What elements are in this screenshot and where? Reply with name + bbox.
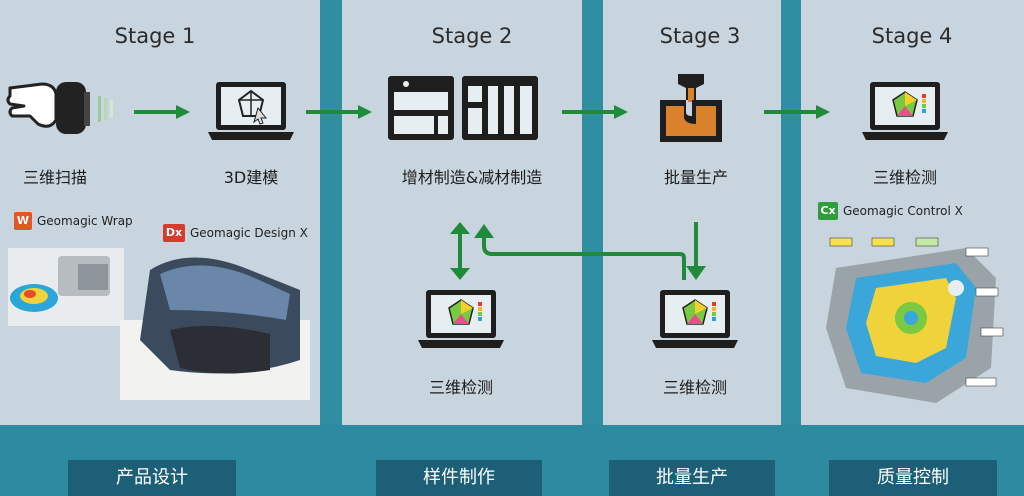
laptop-inspection-icon [862, 82, 948, 140]
cnc-machine-icon [462, 76, 538, 140]
label-3d-inspection-4: 三维检测 [872, 168, 937, 187]
footer-mass-production: 批量生产 [609, 460, 775, 496]
label-3d-modeling: 3D建模 [223, 168, 279, 187]
footer-quality-control: 质量控制 [829, 460, 997, 496]
stage-4-title: Stage 4 [871, 24, 953, 48]
wrap-name: Geomagic Wrap [37, 214, 133, 228]
label-mass-production: 批量生产 [663, 168, 728, 187]
geomagic-design-x-logo: Dx Geomagic Design X [163, 224, 308, 242]
control-x-badge: Cx [818, 202, 838, 220]
wrap-badge: W [14, 212, 32, 230]
label-3d-scan: 三维扫描 [22, 168, 87, 187]
laptop-inspection-icon [418, 290, 504, 348]
scan-screenshot [8, 248, 124, 326]
inspection-colormap-screenshot [826, 237, 1004, 403]
hand-scanner-icon [6, 82, 113, 134]
feedback-loop-arrow [474, 224, 686, 280]
label-3d-inspection-2: 三维检测 [428, 378, 493, 397]
engine-model-screenshot [120, 257, 310, 400]
footer-product-design: 产品设计 [68, 460, 236, 496]
flow-arrow-down [686, 222, 706, 280]
bidirectional-arrow [450, 222, 470, 280]
geomagic-wrap-logo: W Geomagic Wrap [14, 212, 133, 230]
control-x-name: Geomagic Control X [843, 204, 963, 218]
stage-2-panel [342, 0, 582, 425]
flow-arrow [306, 105, 372, 119]
flow-arrow [562, 105, 628, 119]
casting-ladle-icon [660, 74, 722, 142]
stage-3-panel [603, 0, 781, 425]
flow-arrow [134, 105, 190, 119]
stage-3-title: Stage 3 [659, 24, 741, 48]
footer-prototype: 样件制作 [376, 460, 542, 496]
laptop-3d-model-icon [208, 82, 294, 140]
geomagic-control-x-logo: Cx Geomagic Control X [818, 202, 963, 220]
design-x-name: Geomagic Design X [190, 226, 308, 240]
stage-2-title: Stage 2 [431, 24, 513, 48]
label-additive-subtractive: 增材制造&减材制造 [401, 168, 543, 187]
additive-machine-icon [388, 76, 454, 140]
flow-arrow [764, 105, 830, 119]
design-x-badge: Dx [163, 224, 185, 242]
laptop-inspection-icon [652, 290, 738, 348]
label-3d-inspection-3: 三维检测 [662, 378, 727, 397]
stage-1-title: Stage 1 [114, 24, 196, 48]
